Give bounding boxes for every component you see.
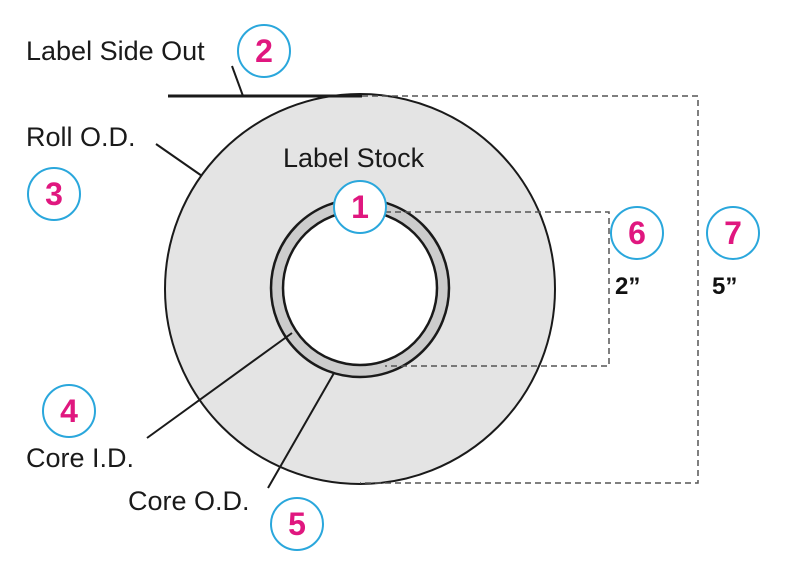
roll-dimension-guide <box>360 95 699 484</box>
badge-3-ring <box>27 167 81 221</box>
badge-4-ring <box>42 384 96 438</box>
badge-6: 6 <box>610 206 664 260</box>
core-od-text: Core O.D. <box>128 486 250 516</box>
badge-4-number: 4 <box>60 393 78 429</box>
core-id-text: Core I.D. <box>26 443 134 473</box>
badge-4: 4 <box>42 384 96 438</box>
roll-dimension-value: 5” <box>712 273 737 300</box>
roll-od-leader <box>155 143 203 177</box>
label-side-out-leader <box>231 65 244 97</box>
badge-7: 7 <box>706 206 760 260</box>
label-side-out-text: Label Side Out <box>26 36 205 66</box>
label-stock-text: Label Stock <box>283 143 425 173</box>
badge-2: 2 <box>237 24 291 78</box>
badge-1-number: 1 <box>351 189 369 225</box>
badge-1: 1 <box>333 180 387 234</box>
badge-5-number: 5 <box>288 506 306 542</box>
core-inner-circle <box>281 209 439 367</box>
badge-2-ring <box>237 24 291 78</box>
core-dimension-guide <box>385 211 610 367</box>
badge-6-ring <box>610 206 664 260</box>
core-id-leader <box>146 332 293 439</box>
badge-3-number: 3 <box>45 176 63 212</box>
badge-1-ring <box>333 180 387 234</box>
badge-5: 5 <box>270 497 324 551</box>
core-dimension-value: 2” <box>615 273 640 300</box>
badge-6-number: 6 <box>628 215 646 251</box>
badge-7-ring <box>706 206 760 260</box>
badge-5-ring <box>270 497 324 551</box>
core-od-leader <box>267 372 335 489</box>
roll-od-text: Roll O.D. <box>26 122 136 152</box>
badge-2-number: 2 <box>255 33 273 69</box>
badge-7-number: 7 <box>724 215 742 251</box>
badge-3: 3 <box>27 167 81 221</box>
